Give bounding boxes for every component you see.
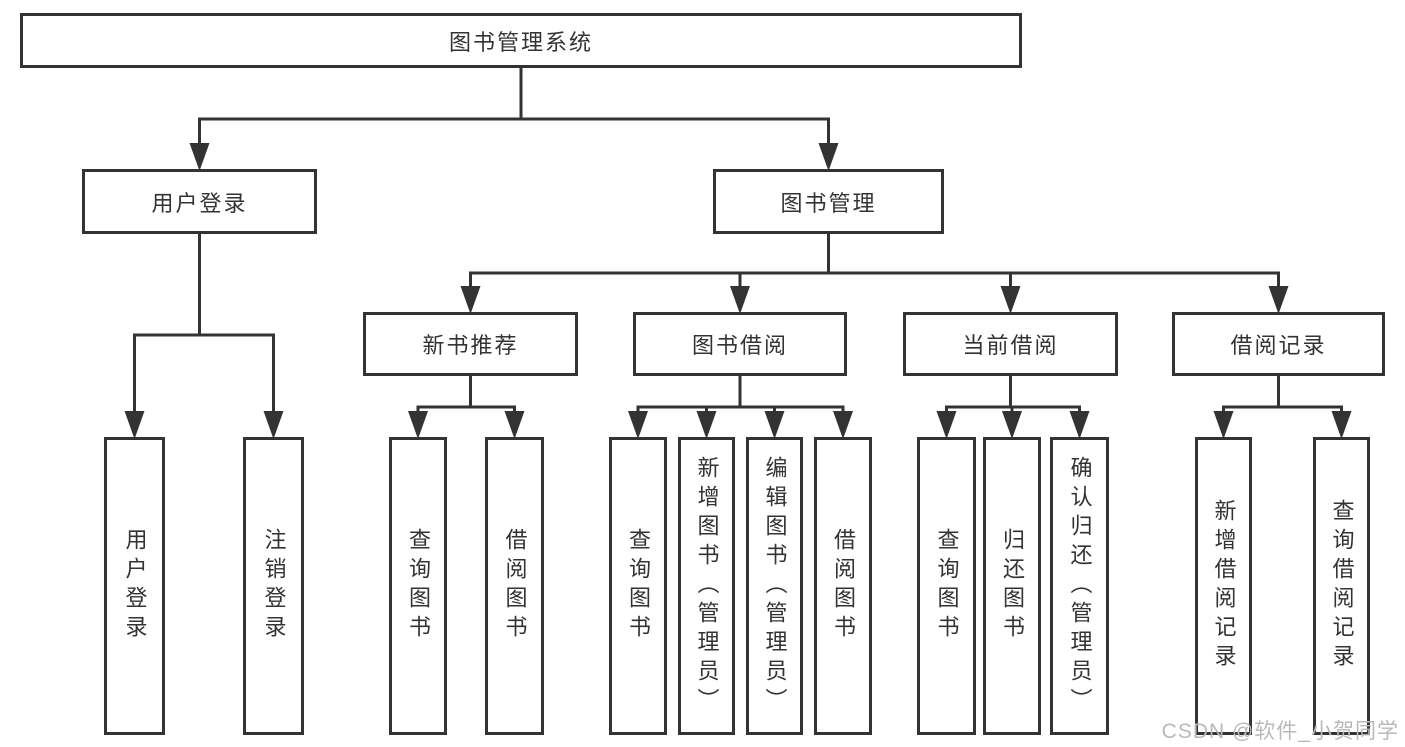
node-label: 用户登录 <box>122 528 148 644</box>
node-borrow-records: 借阅记录 <box>1172 312 1385 376</box>
node-label: 编辑图书（管理员） <box>762 455 788 717</box>
node-label: 查询图书 <box>934 528 960 644</box>
arrowhead-icon <box>764 411 785 439</box>
node-leaf-bb-edit: 编辑图书（管理员） <box>746 437 803 735</box>
arrowhead-icon <box>504 411 525 439</box>
node-label: 借阅记录 <box>1230 333 1327 358</box>
node-label: 新书推荐 <box>422 333 519 358</box>
arrowhead-icon <box>124 411 145 439</box>
arrowhead-icon <box>1213 411 1234 439</box>
node-label: 查询借阅记录 <box>1329 499 1355 673</box>
node-leaf-cb-return: 归还图书 <box>983 437 1041 735</box>
node-label: 借阅图书 <box>502 528 528 644</box>
arrowhead-icon <box>1268 286 1289 314</box>
node-leaf-bb-borrow: 借阅图书 <box>814 437 872 735</box>
node-root: 图书管理系统 <box>20 13 1022 68</box>
arrowhead-icon <box>936 411 957 439</box>
node-leaf-cb-query: 查询图书 <box>917 437 976 735</box>
node-label: 新增借阅记录 <box>1211 499 1237 673</box>
node-label: 归还图书 <box>1000 528 1025 644</box>
node-label: 查询图书 <box>626 528 651 644</box>
node-label: 图书借阅 <box>691 333 788 358</box>
arrowhead-icon <box>263 411 284 439</box>
node-label: 借阅图书 <box>831 528 856 644</box>
csdn-watermark: CSDN @软件_小贺同学 <box>1161 720 1399 743</box>
node-new-book-rec: 新书推荐 <box>363 312 578 376</box>
node-leaf-cb-confirm: 确认归还（管理员） <box>1050 437 1109 735</box>
node-label: 图书管理 <box>780 190 877 216</box>
arrowhead-icon <box>1331 411 1352 439</box>
arrowhead-icon <box>408 411 428 439</box>
node-leaf-nbr-query: 查询图书 <box>389 437 447 735</box>
node-label: 用户登录 <box>151 190 248 216</box>
arrowhead-icon <box>460 286 481 314</box>
node-label: 查询图书 <box>406 528 431 644</box>
arrowhead-icon <box>628 411 648 439</box>
arrowhead-icon <box>1069 411 1090 439</box>
node-leaf-br-add: 新增借阅记录 <box>1195 437 1252 735</box>
node-leaf-nbr-borrow: 借阅图书 <box>485 437 544 735</box>
arrowhead-icon <box>189 143 210 171</box>
node-current-borrow: 当前借阅 <box>903 312 1118 376</box>
arrowhead-icon <box>1002 411 1022 439</box>
node-label: 新增图书（管理员） <box>694 455 720 717</box>
node-leaf-bb-query: 查询图书 <box>609 437 667 735</box>
arrowhead-icon <box>730 286 750 314</box>
node-label: 图书管理系统 <box>448 29 593 55</box>
node-leaf-logout: 注销登录 <box>243 437 304 735</box>
arrowhead-icon <box>696 411 717 439</box>
node-leaf-user-login: 用户登录 <box>104 437 165 735</box>
arrowhead-icon <box>833 411 853 439</box>
node-label: 确认归还（管理员） <box>1067 455 1093 717</box>
node-leaf-br-query: 查询借阅记录 <box>1313 437 1370 735</box>
node-label: 注销登录 <box>261 528 287 644</box>
arrowhead-icon <box>1000 286 1021 314</box>
node-user-login: 用户登录 <box>82 169 317 234</box>
node-book-mgmt: 图书管理 <box>713 169 944 234</box>
node-label: 当前借阅 <box>962 333 1059 358</box>
node-leaf-bb-add: 新增图书（管理员） <box>678 437 735 735</box>
arrowhead-icon <box>818 143 839 171</box>
node-book-borrow: 图书借阅 <box>633 312 847 376</box>
